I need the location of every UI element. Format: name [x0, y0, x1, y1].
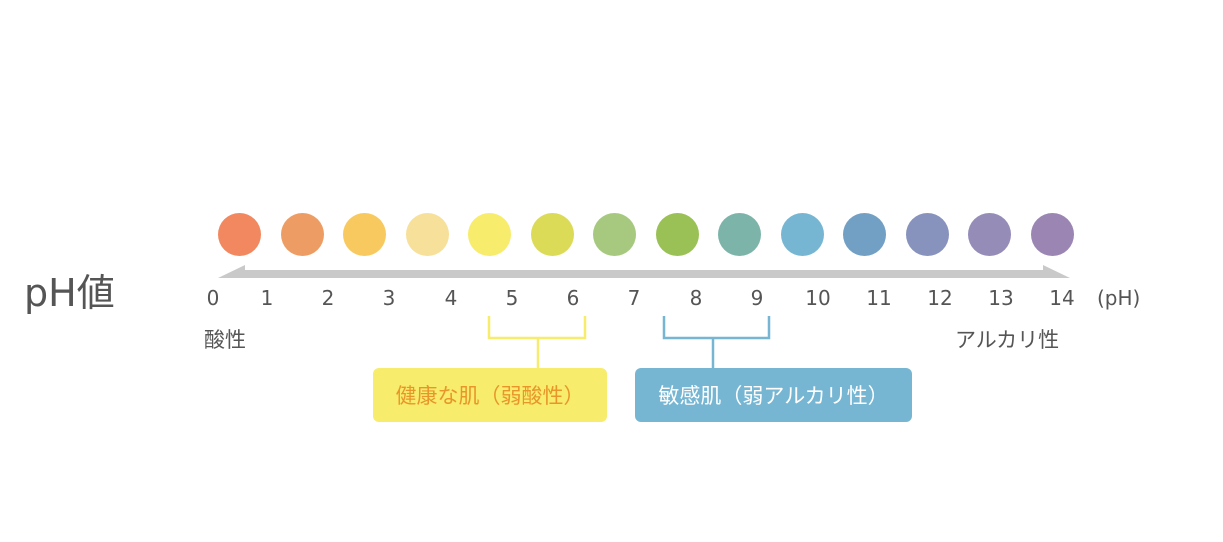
- tick-label: 13: [988, 286, 1014, 310]
- tick-label: 6: [566, 286, 580, 310]
- alkaline-label: アルカリ性: [955, 328, 1060, 352]
- tick-label: 5: [505, 286, 519, 310]
- sensitive-skin-box: 敏感肌（弱アルカリ性）: [635, 368, 912, 422]
- tick-label: 1: [260, 286, 274, 310]
- tick-label: 7: [627, 286, 641, 310]
- unit-label: (pH): [1097, 286, 1141, 310]
- page-title: pH値: [24, 271, 115, 315]
- ph-color-dot: [218, 213, 261, 256]
- healthy-bracket: [487, 316, 587, 340]
- tick-label: 2: [321, 286, 335, 310]
- ph-color-dot: [593, 213, 636, 256]
- tick-label: 3: [382, 286, 396, 310]
- ph-color-dot: [280, 213, 324, 256]
- acidic-label: 酸性: [204, 328, 246, 352]
- tick-label: 9: [750, 286, 764, 310]
- tick-label: 8: [689, 286, 703, 310]
- ph-arrow: [218, 265, 1070, 278]
- ph-color-dot: [968, 213, 1011, 256]
- ph-color-dot: [343, 213, 386, 256]
- ph-color-dot: [780, 213, 824, 256]
- ph-color-dot: [530, 213, 574, 256]
- sensitive-bracket: [662, 316, 771, 340]
- tick-label: 0: [206, 286, 220, 310]
- ph-color-dot: [1030, 213, 1074, 256]
- healthy-skin-box: 健康な肌（弱酸性）: [373, 368, 607, 422]
- tick-label: 4: [444, 286, 458, 310]
- ph-color-dot: [905, 213, 949, 256]
- ph-color-dot: [718, 213, 761, 256]
- tick-label: 12: [927, 286, 953, 310]
- healthy-skin-label: 健康な肌（弱酸性）: [395, 384, 585, 408]
- sensitive-skin-label: 敏感肌（弱アルカリ性）: [658, 384, 889, 408]
- ph-color-dot: [843, 213, 886, 256]
- tick-label: 10: [805, 286, 831, 310]
- ph-color-dot: [655, 213, 699, 256]
- ph-color-dot: [468, 213, 511, 256]
- ph-color-dot: [405, 213, 449, 256]
- tick-label: 14: [1049, 286, 1075, 310]
- tick-label: 11: [866, 286, 892, 310]
